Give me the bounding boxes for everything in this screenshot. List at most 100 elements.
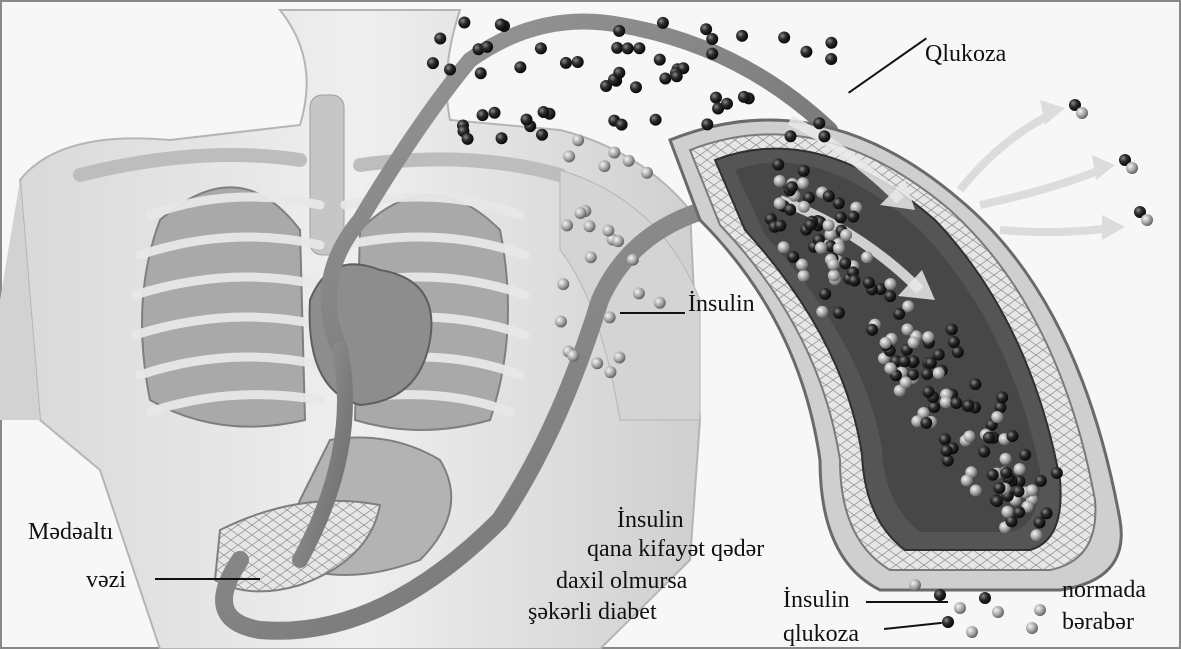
glucose-particle (800, 46, 812, 58)
insulin-particle (774, 197, 786, 209)
glucose-particle (987, 469, 999, 481)
glucose-particle (833, 307, 845, 319)
insulin-particle (557, 278, 569, 290)
glucose-particle (922, 386, 934, 398)
glucose-particle (736, 30, 748, 42)
insulin-particle (654, 297, 666, 309)
insulin-particle (598, 160, 610, 172)
glucose-particle (772, 158, 784, 170)
glucose-particle (1013, 485, 1025, 497)
glucose-particle (996, 391, 1008, 403)
glucose-particle (477, 109, 489, 121)
glucose-particle (671, 70, 683, 82)
insulin-particle (966, 626, 978, 638)
glucose-particle (475, 67, 487, 79)
insulin-particle (816, 306, 828, 318)
glucose-particle (893, 308, 905, 320)
normal-label-line2: bərabər (1062, 610, 1134, 634)
insulin-particle (567, 350, 579, 362)
glucose-particle (496, 132, 508, 144)
insulin-particle (992, 606, 1004, 618)
insulin-particle (774, 175, 786, 187)
glucose-particle (825, 37, 837, 49)
left-lung (142, 187, 305, 426)
insulin-particle (1076, 107, 1088, 119)
glucose-particle (1051, 467, 1063, 479)
glucose-particle (444, 63, 456, 75)
insulin-particle (880, 337, 892, 349)
insulin-particle (798, 201, 810, 213)
insulin-particle (828, 270, 840, 282)
glucose-particle (833, 197, 845, 209)
glucose-label: Qlukoza (925, 42, 1006, 66)
glucose-particle (427, 57, 439, 69)
glucose-particle (706, 48, 718, 60)
glucose-particle (710, 92, 722, 104)
glucose-particle (622, 42, 634, 54)
glucose-particle (823, 190, 835, 202)
glucose-particle (818, 130, 830, 142)
insulin-particle (1001, 506, 1013, 518)
insulin-particle (604, 311, 616, 323)
glucose-particle (495, 18, 507, 30)
insulin-particle (627, 254, 639, 266)
pancreas-label-line2: vəzi (86, 568, 126, 592)
insulin-particle (583, 220, 595, 232)
glucose-particle (847, 211, 859, 223)
insulin-particle (815, 242, 827, 254)
insulin-particle (922, 331, 934, 343)
glucose-particle (786, 181, 798, 193)
glucose-particle (983, 432, 995, 444)
glucose-particle (535, 42, 547, 54)
glucose-particle (1006, 430, 1018, 442)
insulin-particle (884, 362, 896, 374)
glucose-particle (942, 616, 954, 628)
insulin-particle (901, 323, 913, 335)
insulin-particle (602, 225, 614, 237)
glucose-particle (898, 355, 910, 367)
insulin-particle (1000, 453, 1012, 465)
glucose-particle (560, 57, 572, 69)
glucose-particle (657, 17, 669, 29)
glucose-particle (921, 368, 933, 380)
insulin-particle (623, 155, 635, 167)
insulin-particle (798, 270, 810, 282)
insulin-particle (604, 366, 616, 378)
glucose-particle (613, 67, 625, 79)
glucose-particle (701, 118, 713, 130)
insulin-particle (900, 377, 912, 389)
glucose-particle (825, 53, 837, 65)
insulin-particle (861, 251, 873, 263)
glucose-particle (785, 130, 797, 142)
insulin-particle (833, 242, 845, 254)
insulin-particle (940, 396, 952, 408)
glucose-particle (774, 220, 786, 232)
glucose-particle (866, 324, 878, 336)
glucose-particle (1034, 517, 1046, 529)
insulin-particle (778, 241, 790, 253)
insulin-particle (555, 316, 567, 328)
insulin-particle (908, 337, 920, 349)
note-line2: qana kifayət qədər (587, 537, 764, 561)
glucose-particle (1035, 475, 1047, 487)
insulin-particle (797, 177, 809, 189)
glucose-particle (458, 17, 470, 29)
legend-glucose-label: qlukoza (783, 622, 859, 646)
glucose-particle (633, 42, 645, 54)
glucose-particle (1000, 467, 1012, 479)
glucose-particle (819, 288, 831, 300)
glucose-particle (848, 274, 860, 286)
glucose-particle (489, 107, 501, 119)
glucose-particle (950, 397, 962, 409)
insulin-particle (561, 219, 573, 231)
legend-insulin-line (866, 601, 948, 603)
insulin-particle (1034, 604, 1046, 616)
glucose-particle (839, 257, 851, 269)
insulin-particle (608, 146, 620, 158)
glucose-particle (611, 42, 623, 54)
insulin-particle (585, 251, 597, 263)
pancreas-label-line1: Mədəaltı (28, 520, 113, 544)
insulin-particle (574, 207, 586, 219)
glucose-particle (538, 106, 550, 118)
glucose-particle (721, 98, 733, 110)
